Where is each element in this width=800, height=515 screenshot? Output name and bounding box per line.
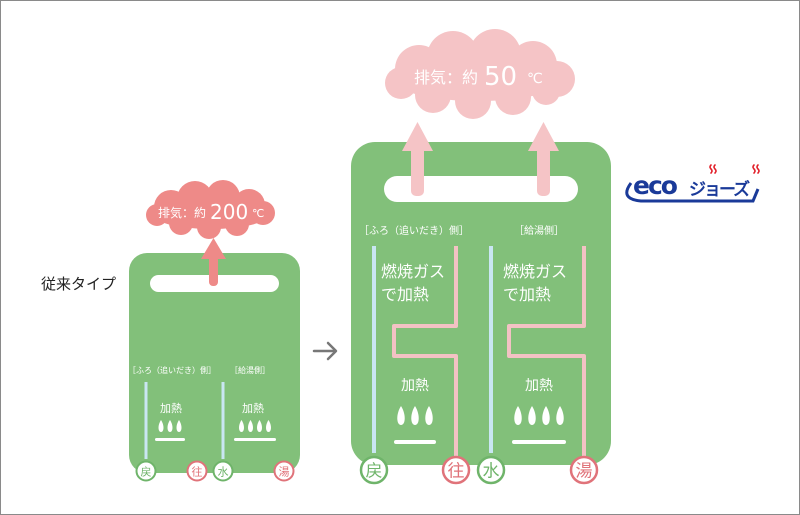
flame-icon [248,420,253,432]
eco-exhaust-label: 排気：約 [414,68,478,87]
conventional-hotwater-outlet-port: 湯 [273,460,295,482]
flame-icon [257,420,262,432]
eco-flue-slot [384,176,578,202]
conventional-exhaust-unit: ℃ [252,207,264,220]
conventional-bath-burner [155,420,185,441]
svg-text:水: 水 [483,462,500,482]
conventional-hotwater-side-label: ［給湯側］ [230,365,270,375]
flame-icon [176,420,182,432]
conventional-unit-body [129,253,300,473]
eco-hotwater-preheat-line2: で加熱 [503,285,551,304]
svg-text:戻: 戻 [366,462,383,482]
flame-icon [397,406,405,425]
conventional-exhaust-arrow [201,238,226,286]
eco-bath-burner [394,406,436,444]
flame-icon [528,406,536,425]
burner-bar [155,438,185,441]
eco-exhaust-temp: 50 [484,62,517,92]
flame-icon [158,420,164,432]
eco-exhaust-unit: ℃ [527,71,543,87]
transition-arrow-icon [312,341,338,361]
burner-bar [394,440,436,444]
eco-bath-preheat-line1: 燃焼ガス [381,262,445,281]
conventional-supply-port: 往 [186,460,208,482]
eco-return-port: 戻 [359,455,389,485]
eco-hotwater-side-label: ［給湯側］ [514,224,564,237]
eco-hotwater-outlet-port: 湯 [569,455,599,485]
conventional-water-inlet-port: 水 [212,460,234,482]
logo-eco-text: eco [633,171,678,200]
conventional-bath-pipe [144,380,199,459]
conventional-return-port: 戻 [135,460,157,482]
flame-icon [542,406,550,425]
flame-icon [411,406,419,425]
eco-bath-preheat-line2: で加熱 [381,285,429,304]
eco-water-inlet-port: 水 [476,455,506,485]
conventional-exhaust-label: 排気：約 [158,205,206,220]
conventional-unit: 従来タイプ 排気：約 200 ℃ ［ふろ（追いだき）側］ ［給湯側］ [41,180,300,482]
eco-jozu-logo: eco ジョーズ [625,164,760,203]
logo-jozu-text: ジョーズ [689,179,750,200]
eco-bath-side-label: ［ふろ（追いだき）側］ [359,224,469,237]
conventional-hotwater-pipe [221,380,286,459]
eco-hotwater-heat-label: 加熱 [525,378,553,394]
flame-icon [266,420,271,432]
eco-exhaust-arrow-right [528,122,559,196]
conventional-bath-heat-label: 加熱 [160,402,182,415]
svg-text:水: 水 [218,466,229,479]
conventional-bath-side-label: ［ふろ（追いだき）側］ [128,365,216,375]
conventional-type-label: 従来タイプ [41,275,116,293]
eco-exhaust-cloud [385,29,575,119]
conventional-hotwater-burner [234,420,276,441]
conventional-hotwater-heat-label: 加熱 [242,402,264,415]
eco-unit: 排気：約 50 ℃ ［ふろ（追いだき）側］ ［給湯側］ 燃焼ガス で加熱 燃焼ガ… [351,29,611,485]
flame-icon [556,406,564,425]
svg-text:湯: 湯 [576,462,593,482]
svg-text:往: 往 [448,462,465,482]
eco-exhaust-arrow-left [402,122,433,196]
flame-icon [514,406,522,425]
flame-icon [425,406,433,425]
svg-text:戻: 戻 [141,466,152,479]
eco-hotwater-preheat-line1: 燃焼ガス [503,262,567,281]
svg-text:往: 往 [192,465,203,479]
eco-bath-heat-label: 加熱 [401,378,429,394]
eco-supply-port: 往 [441,455,471,485]
conventional-exhaust-cloud [146,180,275,239]
flame-icon [239,420,244,432]
burner-bar [512,440,566,444]
eco-hotwater-burner [512,406,566,444]
eco-unit-body [351,142,611,465]
eco-bath-pipe [372,244,458,456]
steam-icon [709,164,760,174]
eco-hotwater-pipe [489,244,586,456]
burner-bar [234,438,276,441]
conventional-exhaust-temp: 200 [210,200,248,224]
flame-icon [167,420,173,432]
svg-text:湯: 湯 [279,466,290,479]
